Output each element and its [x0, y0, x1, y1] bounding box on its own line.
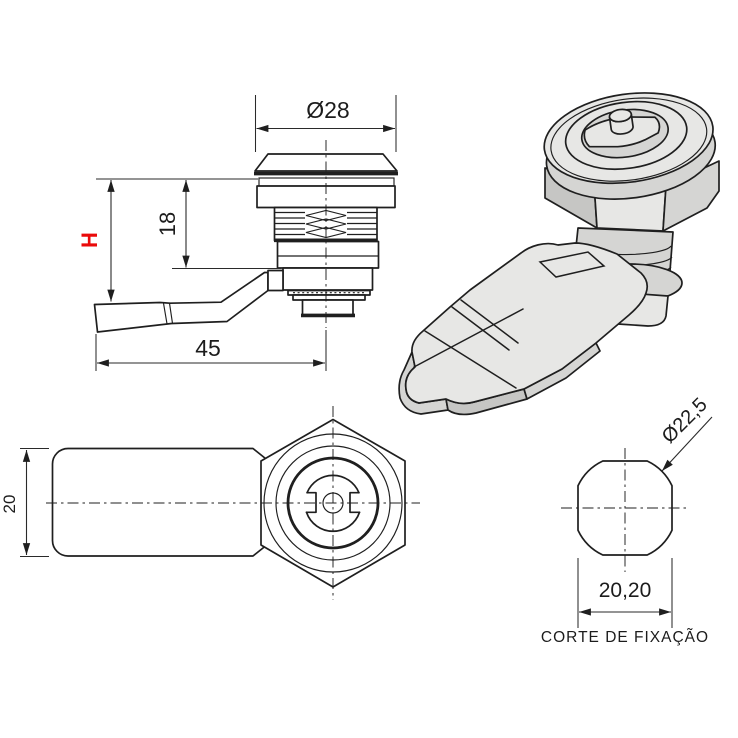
dim-lever-length-45: 45	[95, 330, 327, 371]
iso-lever-hub-boss	[538, 251, 606, 278]
dim-label-18: 18	[155, 212, 180, 236]
shaft-end	[301, 299, 354, 316]
iso-center-pin-top	[608, 108, 633, 123]
iso-lever	[398, 242, 649, 416]
iso-lever-top-face	[404, 242, 649, 405]
collar	[276, 240, 380, 269]
dim-diameter-28: Ø28	[254, 95, 397, 152]
knurl-ring	[258, 177, 395, 187]
top-view: 20	[0, 406, 420, 600]
dim-label-20-20: 20,20	[599, 579, 652, 602]
dim-label-45: 45	[195, 335, 221, 361]
dim-cutout-width: 20,20	[577, 558, 673, 628]
dim-label-diameter-22-5: Ø22,5	[658, 394, 712, 448]
dim-label-20: 20	[0, 495, 19, 514]
iso-lever-crease-x	[413, 308, 524, 389]
lever-hub	[267, 269, 284, 292]
lower-body	[282, 267, 374, 291]
dim-thread-length-18: 18	[155, 180, 281, 270]
cutout-caption: CORTE DE FIXAÇÃO	[541, 629, 709, 646]
front-view: Ø28 18 H 45	[77, 95, 398, 371]
dim-label-diameter-28: Ø28	[306, 97, 349, 123]
lever-bend-creases	[162, 303, 174, 324]
thread-lines	[275, 209, 377, 239]
dim-label-H: H	[77, 232, 102, 248]
dim-height-H: H	[77, 180, 115, 302]
lever-top	[51, 447, 267, 557]
iso-lever-bend-lines	[451, 299, 519, 351]
leader-diameter-22-5: Ø22,5	[658, 394, 713, 472]
iso-head	[543, 92, 717, 200]
mounting-cutout-view: Ø22,5 20,20 CORTE DE FIXAÇÃO	[541, 394, 713, 646]
isometric-view	[398, 92, 720, 416]
lever-side	[93, 271, 269, 333]
dim-lever-width-20: 20	[0, 447, 49, 558]
